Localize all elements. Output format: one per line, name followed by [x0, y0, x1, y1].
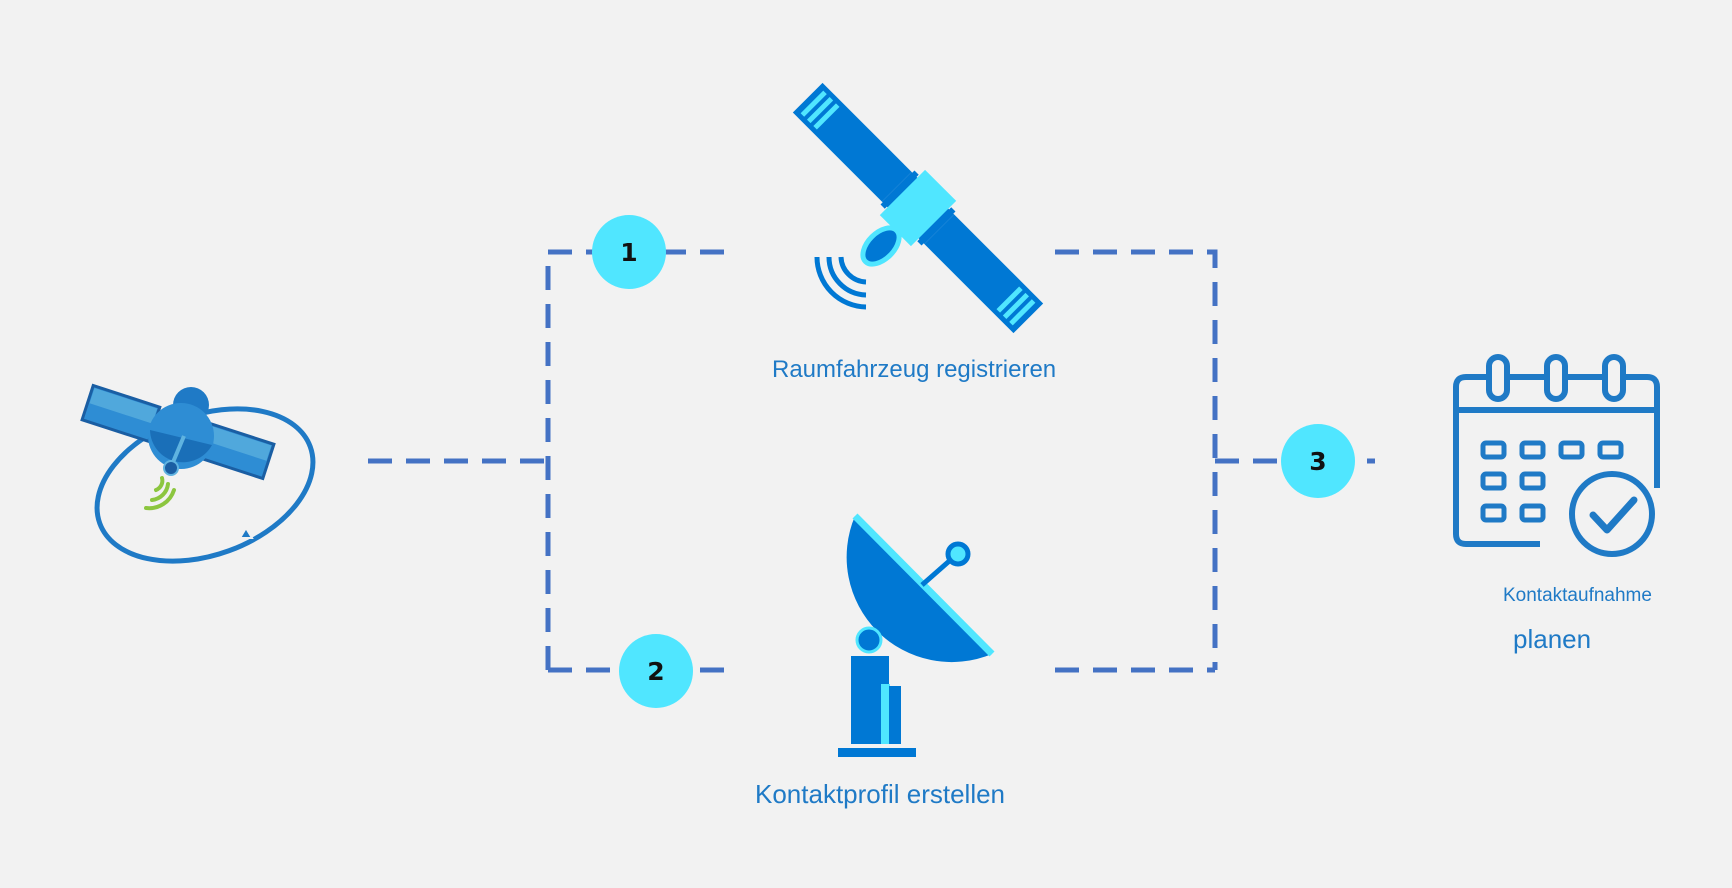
step-number-3: 3	[1309, 447, 1326, 476]
label-schedule-contact-line2: planen	[1513, 624, 1592, 654]
label-create-contact-profile: Kontaktprofil erstellen	[755, 779, 1006, 809]
step-number-2: 2	[647, 657, 664, 686]
satellite-icon	[792, 82, 1044, 334]
label-register-spacecraft: Raumfahrzeug registrieren	[772, 356, 1057, 383]
step-number-1: 1	[620, 238, 637, 267]
satellite-dish-icon	[838, 513, 995, 757]
calendar-check-icon	[1453, 354, 1660, 557]
step-badge-3: 3	[1281, 424, 1355, 498]
label-schedule-contact-line1: Kontaktaufnahme	[1503, 585, 1652, 606]
connector-spacecraft-to-right	[1055, 249, 1218, 670]
step-badge-2: 2	[619, 634, 693, 708]
step-badge-1: 1	[592, 215, 666, 289]
orbital-satellite-icon	[80, 383, 316, 564]
